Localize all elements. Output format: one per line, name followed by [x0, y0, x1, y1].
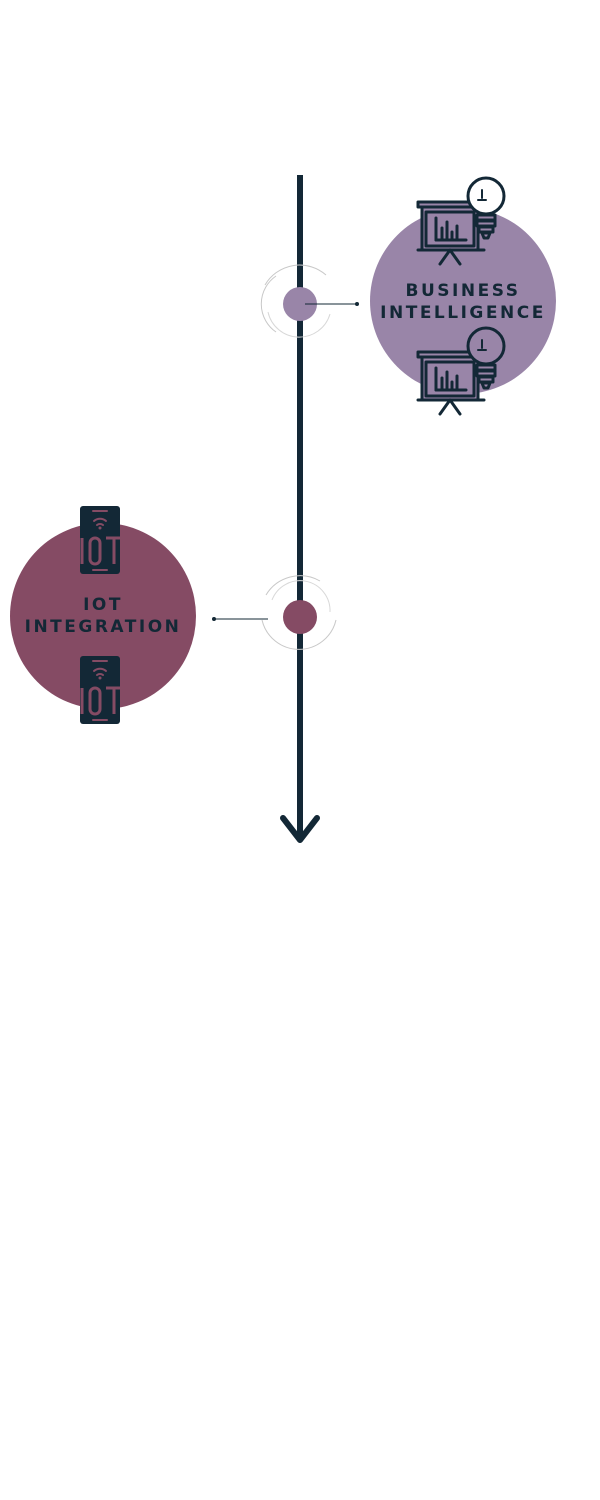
timeline-arrowhead — [280, 815, 320, 843]
iot-smartphone-icon — [80, 656, 122, 724]
iot-integration-line-2: INTEGRATION — [24, 617, 182, 637]
milestone-1-node — [260, 264, 359, 338]
milestone-2-node — [212, 575, 337, 650]
business-intelligence-line-1: BUSINESS — [405, 281, 521, 301]
presentation-lightbulb-icon — [416, 326, 506, 416]
iot-smartphone-icon — [80, 506, 122, 574]
presentation-lightbulb-icon — [416, 176, 506, 266]
business-intelligence-line-2: INTELLIGENCE — [380, 303, 546, 323]
business-intelligence-label: BUSINESS INTELLIGENCE — [370, 280, 556, 324]
iot-integration-line-1: IOT — [83, 595, 123, 615]
iot-integration-label: IOT INTEGRATION — [10, 594, 196, 638]
